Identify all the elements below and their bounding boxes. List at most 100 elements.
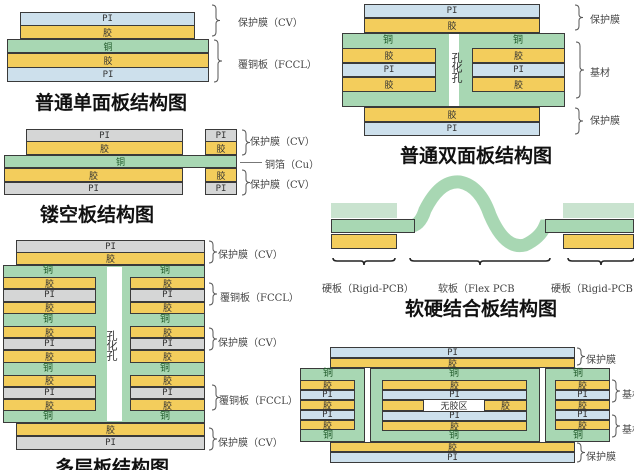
layer-label: PI [88,183,99,194]
brace-icon [241,169,251,196]
label-coverlay-top: 保护膜（CV） [250,137,315,148]
title-single-sided: 普通单面板结构图 [35,92,188,114]
pi-layer: PI [330,347,575,358]
plated-hole [449,34,459,106]
glue-layer: 胶 [555,400,610,412]
layer-label: PI [447,452,458,463]
glue-layer: 胶 [7,53,209,68]
layer-label: PI [162,290,173,301]
layer-label: PI [162,339,173,350]
pi-layer: PI [205,182,237,195]
plated-hole-label: 孔化孔 [450,52,463,82]
layer-label: 胶 [103,57,113,67]
glue-layer: 胶 [205,141,237,155]
pi-layer: PI [364,4,540,18]
layer-label: 胶 [577,421,587,432]
glue-layer: 胶 [130,399,205,412]
layer-label: PI [446,6,458,16]
layer-label: 胶 [162,304,172,315]
glue-layer: 胶 [364,18,540,33]
glue-layer: 胶 [555,380,610,392]
copper-label: 铜 [160,265,170,276]
glue-layer: 胶 [130,277,205,290]
layer-label: PI [447,347,458,358]
copper-label: 铜 [160,313,170,325]
title-rigid-flex: 软硬结合板结构图 [405,298,558,320]
pi-layer: PI [4,182,183,195]
label-base-material: 基材 [590,68,610,79]
brace-icon [409,257,551,266]
glue-layer: 胶 [205,168,237,182]
label-coverlay: 保护膜（CV） [238,18,303,29]
glue-layer: 胶 [3,277,96,290]
layer-label: 胶 [44,279,54,290]
layer-label: PI [383,65,395,75]
pi-layer: PI [130,289,205,302]
brace-icon [332,257,396,266]
layer-label: 胶 [162,279,172,290]
brace-icon [611,379,621,403]
layer-label: 胶 [449,381,459,392]
glue-layer: 胶 [16,423,205,436]
glue-layer: 胶 [4,168,183,182]
brace-icon [574,4,584,31]
pi-layer: PI [16,436,205,450]
label-coverlay-2: 保护膜（CV） [218,338,283,349]
glue-layer: 胶 [130,350,205,363]
pi-layer: PI [364,122,540,136]
glue-layer [331,234,397,249]
pi-layer: PI [300,410,355,420]
layer-label: 铜 [103,42,113,53]
layer-label: 胶 [577,381,587,392]
glue-layer [382,400,424,411]
layer-label: 胶 [162,352,172,363]
layer-label: PI [102,69,114,80]
pi-layer: PI [300,390,355,400]
copper-label: 铜 [160,411,170,423]
pi-layer: PI [555,390,610,400]
pi-layer: PI [555,410,610,420]
coverlay-layer [331,203,397,218]
glue-layer: 胶 [3,350,96,363]
glue-layer: 胶 [130,374,205,387]
copper-layer [545,219,634,233]
plated-hole-label: 孔化孔 [105,330,118,360]
layer-label: PI [513,65,524,75]
glue-layer: 胶 [3,326,96,339]
brace-icon [208,240,218,264]
layer-label: 胶 [513,81,523,91]
glue-layer: 胶 [300,400,355,412]
layer-label: 胶 [105,255,115,265]
glue-layer: 胶 [342,48,436,63]
glue-layer: 胶 [3,399,96,412]
pi-layer: PI [3,289,96,302]
title-hollow: 镂空板结构图 [40,204,155,226]
brace-icon [211,384,221,411]
glue-layer: 胶 [130,326,205,339]
layer-label: 胶 [447,22,457,32]
copper-label: 铜 [573,368,583,379]
layer-label: 胶 [44,401,54,412]
glue-layer: 胶 [130,301,205,315]
layer-label: 胶 [88,171,98,182]
label-base-material-1: 基材 [622,390,634,401]
pi-layer: PI [130,387,205,400]
label-coverlay-3: 保护膜（CV） [218,438,283,449]
layer-label: 胶 [384,81,394,91]
label-coverlay-top: 保护膜 [590,15,620,26]
label-flex-pcb: 软板（Flex PCB [438,284,515,295]
glue-layer: 胶 [3,301,96,314]
title-double-sided: 普通双面板结构图 [400,145,553,167]
layer-label: PI [105,241,116,252]
layer-label: 胶 [513,52,523,62]
pi-layer: PI [330,452,575,463]
copper-label: 铜 [43,411,53,423]
layer-label: PI [215,183,227,194]
layer-label: 胶 [162,401,172,412]
layer-label: 胶 [449,422,459,433]
layer-label: 胶 [447,111,457,121]
layer-label: 胶 [99,144,109,155]
glue-layer: 胶 [330,358,575,370]
layer-label: PI [322,390,333,400]
copper-label: 铜 [43,362,53,374]
